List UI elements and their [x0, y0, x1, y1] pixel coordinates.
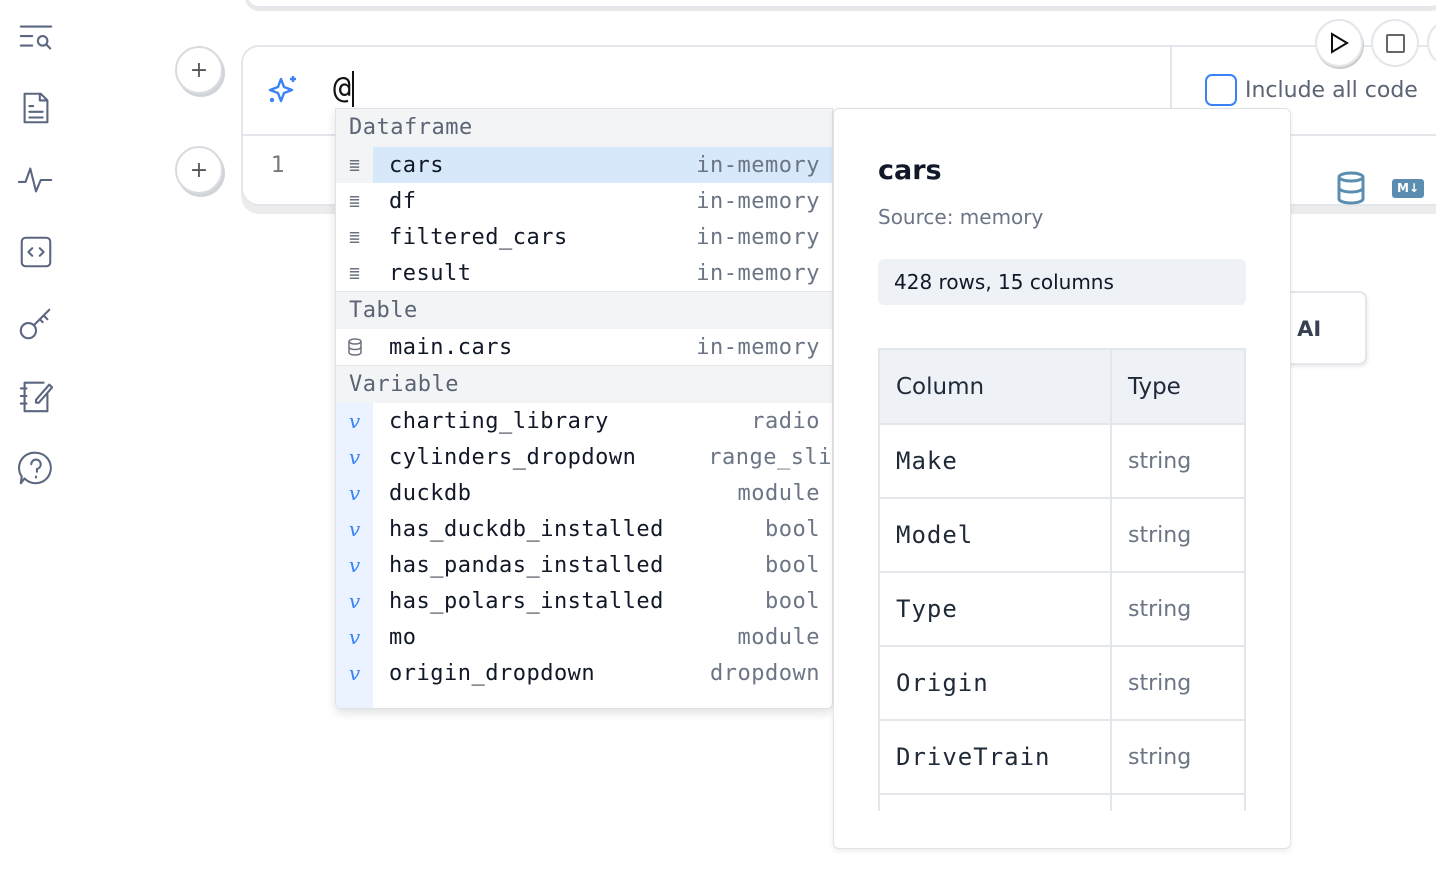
section-header: Variable — [336, 365, 832, 403]
variable-icon: v — [336, 583, 373, 619]
type-header: Type — [1110, 348, 1246, 425]
code-file-icon[interactable] — [16, 232, 56, 272]
table-row-partial — [878, 793, 1246, 811]
info-summary: 428 rows, 15 columns — [878, 259, 1246, 305]
column-type: string — [1110, 719, 1246, 795]
section-header: Dataframe — [336, 109, 832, 147]
previous-cell — [245, 0, 1436, 8]
key-icon[interactable] — [16, 304, 56, 344]
column-type: string — [1110, 645, 1246, 721]
column-type: string — [1110, 423, 1246, 499]
column-type: string — [1110, 497, 1246, 573]
file-text-icon[interactable] — [16, 88, 56, 128]
variable-icon: v — [336, 439, 373, 475]
info-title: cars — [878, 155, 942, 186]
column-name: Model — [878, 497, 1112, 573]
include-all-code-label: Include all code — [1245, 77, 1418, 103]
add-cell-below-button[interactable]: + — [175, 146, 223, 194]
variable-icon: v — [336, 547, 373, 583]
help-circle-icon[interactable] — [16, 448, 56, 488]
markdown-icon[interactable]: M↓ — [1392, 179, 1424, 198]
variable-icon: v — [336, 475, 373, 511]
variable-icon: v — [336, 619, 373, 655]
column-header: Column — [878, 348, 1112, 425]
column-type: string — [1110, 571, 1246, 647]
run-button[interactable] — [1315, 19, 1363, 67]
prompt-input-text: @ — [333, 71, 352, 106]
column-name: Type — [878, 571, 1112, 647]
dataframe-icon: ≣ — [349, 226, 360, 248]
activity-icon[interactable] — [16, 160, 56, 200]
variable-icon: v — [336, 403, 373, 439]
database-icon — [336, 329, 373, 365]
column-name: Make — [878, 423, 1112, 499]
database-icon[interactable] — [1336, 171, 1366, 209]
dataframe-icon: ≣ — [336, 147, 373, 183]
column-name: Origin — [878, 645, 1112, 721]
info-source: Source: memory — [878, 205, 1044, 229]
add-cell-above-button[interactable]: + — [175, 46, 223, 94]
autocomplete-item-partial[interactable] — [336, 691, 832, 708]
dataframe-info-panel: cars Source: memory 428 rows, 15 columns… — [833, 108, 1291, 849]
include-all-code-checkbox[interactable]: Include all code — [1205, 74, 1418, 106]
section-header: Table — [336, 291, 832, 329]
notebook-edit-icon[interactable] — [16, 376, 56, 416]
dataframe-icon: ≣ — [349, 190, 360, 212]
stop-button[interactable] — [1371, 19, 1419, 67]
variable-icon: v — [336, 511, 373, 547]
variable-icon: v — [336, 655, 373, 691]
dataframe-icon: ≣ — [349, 262, 360, 284]
column-name: DriveTrain — [878, 719, 1112, 795]
line-number: 1 — [271, 153, 285, 178]
sparkles-icon — [267, 73, 301, 111]
prompt-input[interactable]: @ — [333, 71, 355, 107]
search-list-icon[interactable] — [16, 18, 56, 58]
